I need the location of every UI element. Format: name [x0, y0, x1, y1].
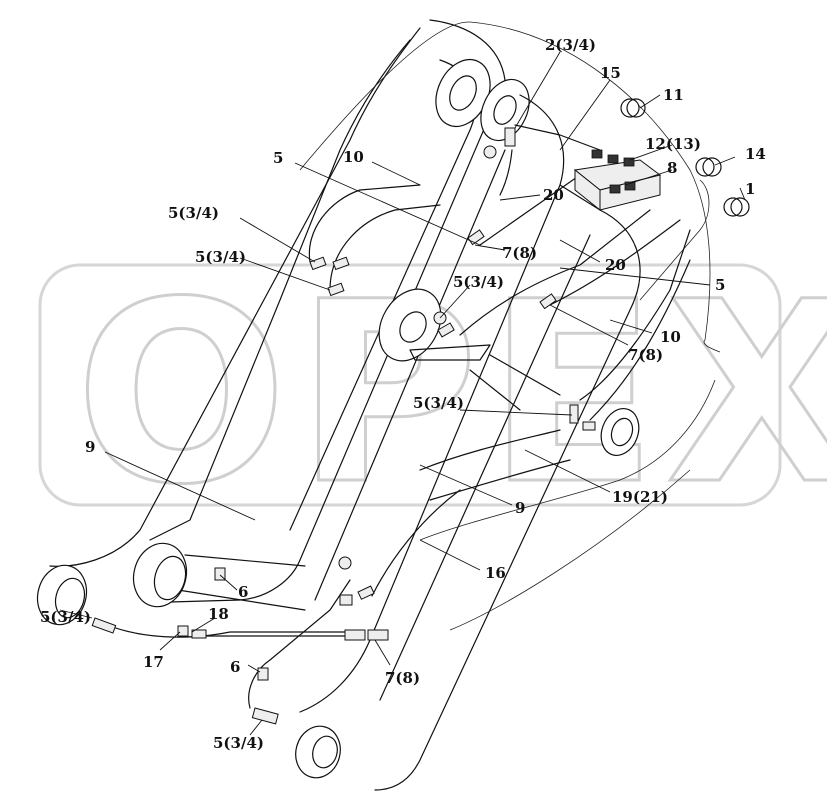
clamps — [620, 98, 750, 217]
callout-9-mid: 9 — [515, 499, 525, 517]
callout-19-21: 19(21) — [612, 488, 668, 506]
callout-9-left: 9 — [85, 438, 95, 456]
callout-5-3-4-b: 5(3/4) — [195, 248, 246, 266]
callout-6-a: 6 — [238, 583, 248, 601]
callout-8: 8 — [667, 159, 677, 177]
callout-5-3-4-f: 5(3/4) — [213, 734, 264, 752]
callout-labels: 2(3/4) 15 11 12(13) 14 8 1 5 10 20 5(3/4… — [40, 36, 766, 752]
callout-5-3-4-c: 5(3/4) — [453, 273, 504, 291]
callout-10-top: 10 — [343, 148, 364, 166]
boom-arm-outline — [36, 19, 721, 791]
callout-5-3-4-a: 5(3/4) — [168, 204, 219, 222]
callout-11: 11 — [663, 86, 684, 104]
control-valve-block — [573, 149, 662, 212]
callout-12-13: 12(13) — [645, 135, 701, 153]
callout-5-top: 5 — [273, 149, 283, 167]
hydraulic-hoses — [99, 124, 691, 709]
callout-16: 16 — [485, 564, 506, 582]
callout-5-right: 5 — [715, 276, 725, 294]
callout-20-mid: 20 — [605, 256, 626, 274]
callout-1: 1 — [745, 180, 755, 198]
callout-2-3-4: 2(3/4) — [545, 36, 596, 54]
callout-10-right: 10 — [660, 328, 681, 346]
leader-lines — [59, 51, 746, 736]
callout-7-8-a: 7(8) — [502, 244, 537, 262]
callout-6-b: 6 — [230, 658, 240, 676]
callout-17: 17 — [143, 653, 164, 671]
callout-18: 18 — [208, 605, 229, 623]
callout-5-3-4-d: 5(3/4) — [413, 394, 464, 412]
callout-5-3-4-e: 5(3/4) — [40, 608, 91, 626]
callout-15: 15 — [600, 64, 621, 82]
watermark-text: OPEX — [75, 248, 827, 539]
callout-7-8-b: 7(8) — [628, 346, 663, 364]
callout-7-8-c: 7(8) — [385, 669, 420, 687]
watermark: OPEX — [38, 247, 827, 541]
callout-14: 14 — [745, 145, 766, 163]
hose-fittings — [91, 127, 596, 725]
callout-20-top: 20 — [543, 186, 564, 204]
